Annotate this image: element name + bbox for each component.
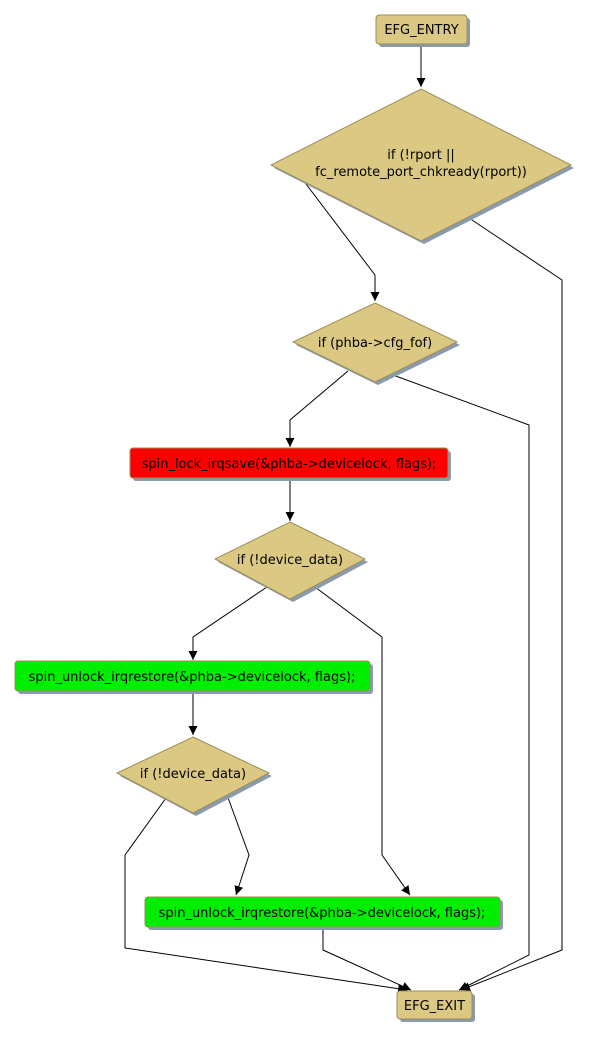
cond-dev1-diamond [213, 521, 367, 600]
unlock1-node-box [14, 660, 371, 692]
edges [124, 47, 563, 994]
edge-cond-dev2-to-exit [124, 797, 408, 994]
unlock2-node-box [144, 896, 501, 928]
edge-cond-dev2-to-unlock2 [226, 794, 250, 896]
entry-node[interactable]: EFG_ENTRY [375, 14, 470, 47]
cond-dev2-diamond [115, 736, 271, 814]
entry-node-label: EFG_ENTRY [384, 23, 458, 38]
unlock1-node[interactable]: spin_unlock_irqrestore(&phba->devicelock… [14, 660, 373, 694]
cond-fof-node[interactable]: if (phba->cfg_fof) [291, 302, 460, 385]
cond-dev2-node[interactable]: if (!device_data) [115, 736, 272, 816]
entry-node-box [375, 14, 468, 45]
cond-fof-diamond [291, 302, 459, 383]
cond-rport-label-line1: if (!rport || [387, 148, 455, 163]
cond-fof-label: if (phba->cfg_fof) [318, 336, 432, 351]
unlock2-node-label: spin_unlock_irqrestore(&phba->devicelock… [159, 906, 486, 921]
edge-cond-fof-to-exit [392, 374, 530, 991]
nodes: EFG_ENTRY if (!rport || fc_remote_port_c… [14, 14, 574, 1022]
edge-cond-dev1-to-unlock1 [188, 586, 268, 660]
lock-node-label: spin_lock_irqsave(&phba->devicelock, fla… [142, 457, 437, 472]
lock-node[interactable]: spin_lock_irqsave(&phba->devicelock, fla… [129, 447, 451, 481]
exit-node[interactable]: EFG_EXIT [396, 990, 475, 1022]
edge-unlock2-to-exit [322, 928, 412, 991]
cond-dev2-label: if (!device_data) [140, 767, 246, 782]
cond-rport-diamond [269, 88, 573, 242]
cond-rport-label-line2: fc_remote_port_chkready(rport)) [315, 165, 527, 180]
edge-cond-rport-to-exit [460, 213, 563, 991]
exit-node-box [396, 990, 473, 1020]
lock-node-box [129, 447, 449, 479]
edge-cond-rport-to-cond-fof [302, 179, 380, 301]
cond-dev1-node[interactable]: if (!device_data) [213, 521, 368, 602]
unlock2-node[interactable]: spin_unlock_irqrestore(&phba->devicelock… [144, 896, 503, 930]
cond-dev1-label: if (!device_data) [237, 553, 343, 568]
cond-rport-node[interactable]: if (!rport || fc_remote_port_chkready(rp… [269, 88, 574, 244]
edge-cond-fof-to-lock [285, 370, 349, 447]
exit-node-label: EFG_EXIT [404, 999, 465, 1014]
edge-cond-dev1-to-unlock2 [314, 586, 411, 896]
unlock1-node-label: spin_unlock_irqrestore(&phba->devicelock… [29, 670, 356, 685]
